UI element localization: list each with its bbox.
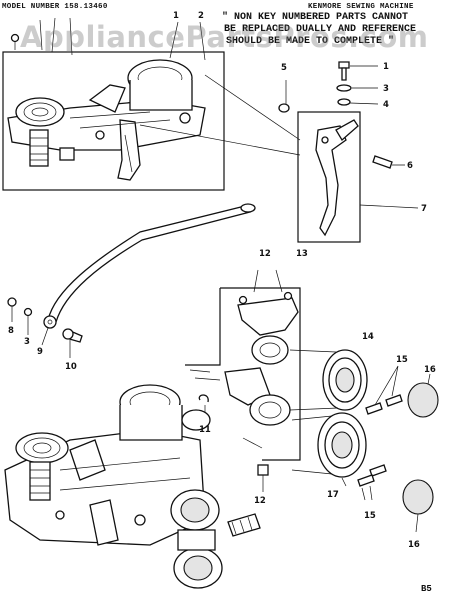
callout-8: 8 bbox=[8, 326, 14, 336]
callout-12-bottom: 12 bbox=[254, 496, 266, 506]
notice-line-1: " NON KEY NUMBERED PARTS CANNOT bbox=[222, 12, 409, 23]
screws-15-upper bbox=[365, 365, 403, 415]
callout-1-top: 1 bbox=[173, 11, 179, 21]
notice-line-2: BE REPLACED DUALLY AND REFERENCE bbox=[224, 24, 417, 35]
callout-15-upper: 15 bbox=[396, 355, 408, 365]
pulley-14 bbox=[289, 349, 368, 411]
callout-3-right: 3 bbox=[383, 84, 389, 94]
callout-6: 6 bbox=[407, 161, 413, 171]
callout-14: 14 bbox=[362, 332, 374, 342]
page-number: B5 bbox=[421, 584, 432, 594]
callout-16-upper: 16 bbox=[424, 365, 436, 375]
callout-17: 17 bbox=[327, 490, 339, 500]
callout-12-top: 12 bbox=[259, 249, 271, 259]
cap-16-lower bbox=[402, 479, 434, 533]
notice-line-3: SHOULD BE MADE TO COMPLETE " bbox=[226, 36, 395, 47]
callout-15-lower: 15 bbox=[364, 511, 376, 521]
callout-labels: 1 2 1 3 4 5 6 7 12 13 8 3 9 10 14 15 16 … bbox=[8, 11, 436, 550]
inset-mechanism bbox=[7, 59, 206, 181]
pulley-17 bbox=[291, 412, 367, 487]
screws-15-lower bbox=[357, 464, 387, 501]
cap-16-upper bbox=[407, 373, 439, 418]
callout-7: 7 bbox=[421, 204, 427, 214]
watermark: AppliancePartsPros.com bbox=[20, 20, 429, 54]
callout-11: 11 bbox=[199, 425, 211, 435]
inset-box bbox=[2, 51, 225, 191]
parts-upper-right bbox=[278, 61, 419, 243]
callout-3-left: 3 bbox=[24, 337, 30, 347]
callout-16-lower: 16 bbox=[408, 540, 420, 550]
callout-13: 13 bbox=[296, 249, 308, 259]
assembly-box bbox=[185, 287, 301, 461]
machine-name: KENMORE SEWING MACHINE bbox=[308, 3, 414, 11]
upper-knob-assembly bbox=[189, 269, 299, 492]
callout-2: 2 bbox=[198, 11, 204, 21]
callout-10: 10 bbox=[65, 362, 77, 372]
callout-4: 4 bbox=[383, 100, 389, 110]
callout-1: 1 bbox=[383, 62, 389, 72]
lower-mechanism bbox=[4, 384, 261, 589]
model-number: MODEL NUMBER 158.13460 bbox=[2, 3, 108, 11]
callout-5: 5 bbox=[281, 63, 287, 73]
arm-link bbox=[7, 203, 256, 358]
callout-9: 9 bbox=[37, 347, 43, 357]
